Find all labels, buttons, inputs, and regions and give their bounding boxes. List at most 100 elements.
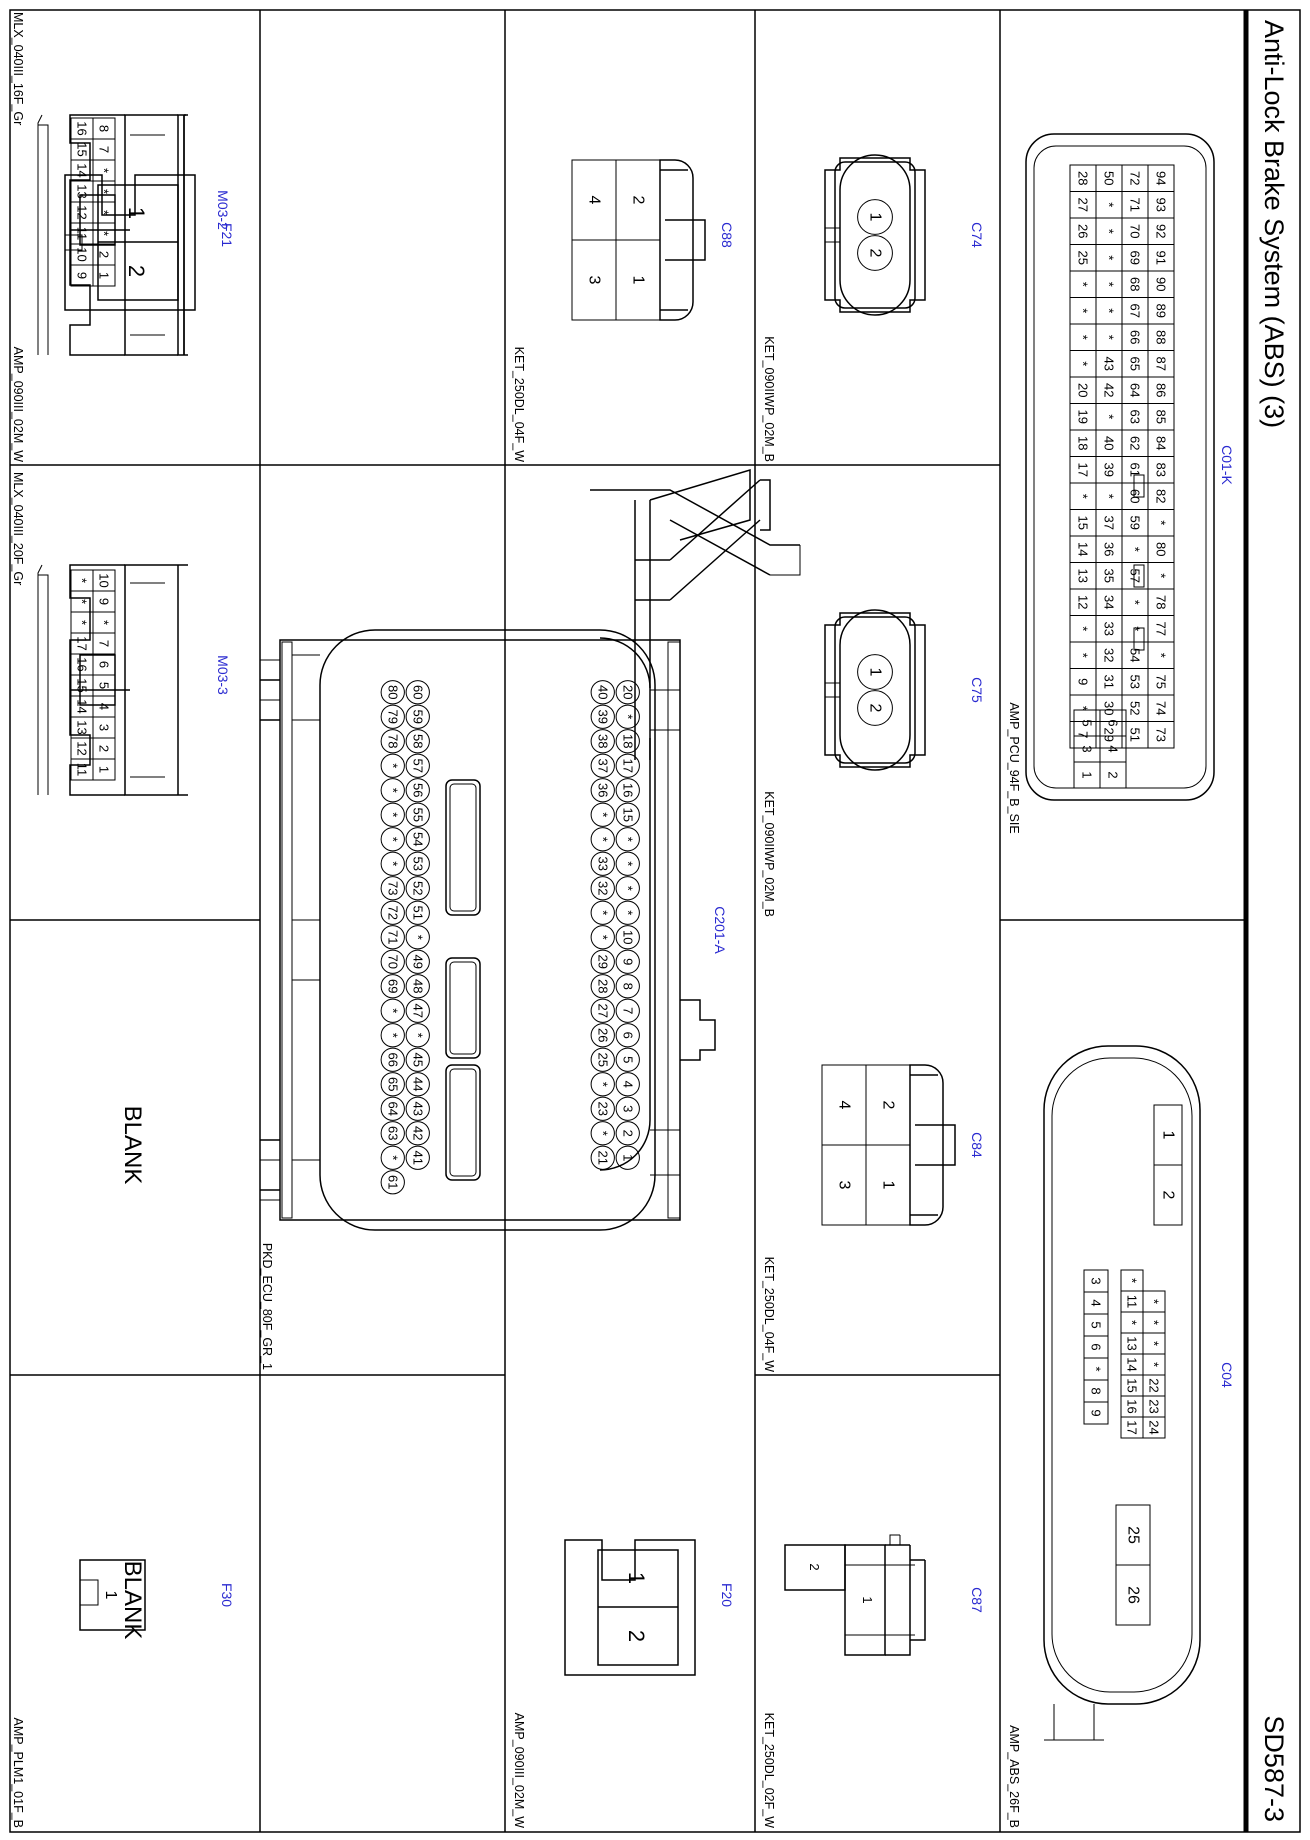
pin-label: * <box>97 210 112 215</box>
pin-label: 18 <box>620 734 635 748</box>
connector-name: C88 <box>719 222 735 248</box>
pin-label: 1 <box>97 272 112 279</box>
pin-label: 1 <box>860 1596 875 1603</box>
pin-circle <box>590 1023 615 1048</box>
pin-circle <box>615 827 640 852</box>
pin-circle <box>590 851 615 876</box>
pin-label: 55 <box>410 808 425 822</box>
page-frame <box>9 9 1301 1833</box>
pin-label: 6 <box>1106 719 1121 726</box>
pin-label: * <box>1147 1320 1162 1325</box>
pin-label: * <box>1154 573 1169 578</box>
pin-label: 30 <box>1102 701 1117 715</box>
pin-circle <box>380 998 405 1023</box>
pin-label: 74 <box>1154 701 1169 715</box>
pin-label: 82 <box>1154 489 1169 503</box>
pin-label: * <box>75 578 90 583</box>
pin-label: * <box>1154 520 1169 525</box>
pin-label: 94 <box>1154 171 1169 185</box>
pin-label: * <box>1076 626 1091 631</box>
pin-label: 6 <box>1089 1343 1104 1350</box>
pin-label: 3 <box>97 724 112 731</box>
pin-label: 86 <box>1154 383 1169 397</box>
pin-label: 50 <box>1102 171 1117 185</box>
pin-label: 40 <box>595 685 610 699</box>
pin-circle <box>405 753 430 778</box>
pin-circle <box>405 704 430 729</box>
pin-label: 4 <box>97 703 112 710</box>
pin-label: 57 <box>410 759 425 773</box>
connector-name: C04 <box>1219 1362 1235 1388</box>
blank-cell-label: BLANK <box>119 1106 146 1185</box>
pin-label: 75 <box>1154 675 1169 689</box>
pin-circle <box>857 690 893 726</box>
pin-circle <box>380 680 405 705</box>
pin-label: 72 <box>1128 171 1143 185</box>
pin-circle <box>405 925 430 950</box>
pin-label: 15 <box>1076 516 1091 530</box>
pin-label: * <box>620 714 635 719</box>
pin-label: 69 <box>385 979 400 993</box>
part-number: AMP_PLM1_01F_B <box>11 1718 25 1828</box>
pin-label: 93 <box>1154 198 1169 212</box>
pin-label: 9 <box>75 272 90 279</box>
pin-circle <box>405 1096 430 1121</box>
pin-circle <box>590 778 615 803</box>
pin-label: 14 <box>75 699 90 713</box>
connector-name: C74 <box>969 222 985 248</box>
pin-label: * <box>1076 282 1091 287</box>
pin-label: 13 <box>1125 1336 1140 1350</box>
pin-label: * <box>97 231 112 236</box>
latch-slot <box>1133 474 1145 498</box>
connector-f20: F20 12 AMP_090III_02M_W <box>512 1539 735 1828</box>
pin-label: 2 <box>1106 771 1121 778</box>
pin-label: 44 <box>410 1077 425 1091</box>
pin-circle <box>405 851 430 876</box>
pin-label: * <box>1147 1341 1162 1346</box>
pin-label: * <box>1125 1320 1140 1325</box>
pin-label: 4 <box>1089 1299 1104 1306</box>
pin-label: 47 <box>410 1004 425 1018</box>
pin-label: 10 <box>97 573 112 587</box>
pin-circle <box>405 1072 430 1097</box>
pin-label: 2 <box>867 249 884 258</box>
part-number: PKD_ECU_80F_GR_1 <box>260 1243 274 1370</box>
pin-circle <box>615 1047 640 1072</box>
pin-label: 85 <box>1154 410 1169 424</box>
pin-label: 16 <box>75 657 90 671</box>
pin-label: 80 <box>1154 542 1169 556</box>
pin-label: 79 <box>385 710 400 724</box>
pin-label: * <box>1154 653 1169 658</box>
pin-label: 29 <box>1102 728 1117 742</box>
pin-label: 2 <box>624 1630 649 1642</box>
connector-name: F21 <box>219 223 235 247</box>
pin-label: 9 <box>620 958 635 965</box>
pin-label: 25 <box>1125 1526 1142 1544</box>
part-number: KET_090IIWP_02M_B <box>762 336 776 462</box>
pin-label: 78 <box>1154 595 1169 609</box>
pin-label: * <box>620 861 635 866</box>
part-number-m03-3: MLX_040III_20F_Gr <box>11 472 25 585</box>
pin-circle <box>615 1072 640 1097</box>
pin-label: * <box>1147 1362 1162 1367</box>
part-number-m03-2: MLX_040III_16F_Gr <box>11 12 25 125</box>
connector-name: C75 <box>969 677 985 703</box>
pin-circle <box>590 1072 615 1097</box>
pin-circle <box>380 851 405 876</box>
connector-name: C201-A <box>712 906 728 954</box>
pin-label: * <box>385 1008 400 1013</box>
pin-label: 51 <box>1128 728 1143 742</box>
pin-label: 1 <box>1080 771 1095 778</box>
pin-label: * <box>1102 335 1117 340</box>
pin-label: 43 <box>1102 357 1117 371</box>
connector-c87: C87 12 KET_250DL_02F_W <box>762 1534 985 1828</box>
pin-label: 70 <box>1128 224 1143 238</box>
pin-label: 2 <box>807 1563 822 1570</box>
pin-circle <box>590 704 615 729</box>
pin-circle <box>405 1023 430 1048</box>
pin-circle <box>590 1096 615 1121</box>
pin-label: 14 <box>75 163 90 177</box>
pin-label: 88 <box>1154 330 1169 344</box>
pin-label: 2 <box>97 745 112 752</box>
pin-circle <box>380 704 405 729</box>
